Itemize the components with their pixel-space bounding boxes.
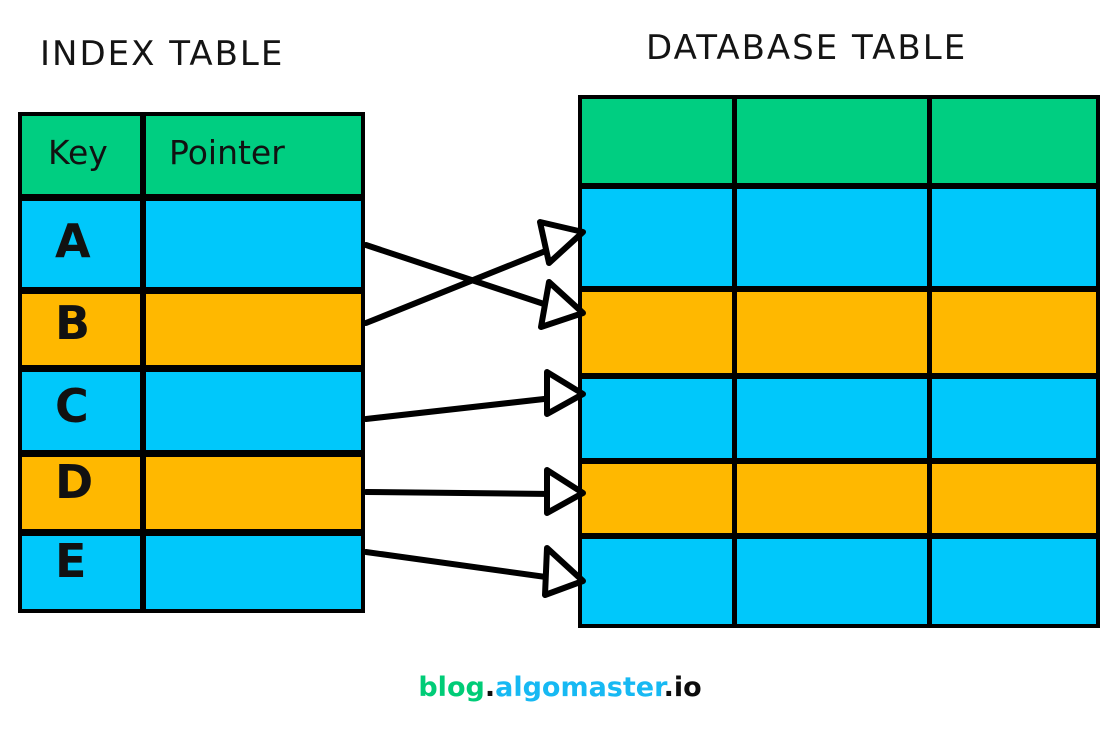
index-row-e-key-label: E xyxy=(55,534,87,588)
db-row-0-cell-1[interactable] xyxy=(733,95,931,187)
index-table-title: INDEX TABLE xyxy=(40,34,285,74)
database-table-title: DATABASE TABLE xyxy=(646,28,968,68)
footer-branding: blog.algomaster.io xyxy=(0,672,1120,703)
footer-io: io xyxy=(673,672,702,703)
footer-algomaster: algomaster xyxy=(495,672,664,703)
db-row-5-cell-1[interactable] xyxy=(733,535,931,628)
index-row-c-key-label: C xyxy=(55,379,89,433)
db-row-1-cell-2[interactable] xyxy=(928,185,1100,290)
arrow-b-to-db-row-1 xyxy=(363,219,586,326)
index-row-b-key-cell[interactable] xyxy=(18,290,144,369)
db-row-2-cell-2[interactable] xyxy=(928,288,1100,377)
footer-blog: blog xyxy=(418,672,485,703)
db-row-5-cell-0[interactable] xyxy=(578,535,736,628)
index-row-d-key-label: D xyxy=(55,455,94,509)
db-row-1-cell-1[interactable] xyxy=(733,185,931,290)
index-row-c-key-cell[interactable] xyxy=(18,368,144,454)
arrow-d-to-db-row-4 xyxy=(363,467,586,516)
db-row-4-cell-1[interactable] xyxy=(733,460,931,537)
db-row-4-cell-0[interactable] xyxy=(578,460,736,537)
db-row-0-cell-0[interactable] xyxy=(578,95,736,187)
index-row-c-pointer-cell[interactable] xyxy=(142,368,365,454)
arrow-a-to-db-row-2 xyxy=(363,242,586,330)
index-row-e-pointer-cell[interactable] xyxy=(142,532,365,613)
index-header-pointer-cell xyxy=(142,112,365,198)
index-row-b-pointer-cell[interactable] xyxy=(142,290,365,369)
db-row-2-cell-0[interactable] xyxy=(578,288,736,377)
db-row-3-cell-1[interactable] xyxy=(733,375,931,462)
index-header-key-cell xyxy=(18,112,144,198)
db-row-1-cell-0[interactable] xyxy=(578,185,736,290)
db-row-4-cell-2[interactable] xyxy=(928,460,1100,537)
index-header-pointer-label: Pointer xyxy=(169,133,285,172)
db-row-5-cell-2[interactable] xyxy=(928,535,1100,628)
index-row-a-pointer-cell[interactable] xyxy=(142,197,365,291)
arrow-c-to-db-row-3 xyxy=(363,369,586,422)
footer-dot-2: . xyxy=(663,672,674,703)
arrow-e-to-db-row-5 xyxy=(363,545,586,598)
index-row-b-key-label: B xyxy=(55,296,91,350)
index-row-d-pointer-cell[interactable] xyxy=(142,453,365,533)
index-row-d-key-cell[interactable] xyxy=(18,453,144,533)
index-row-a-key-label: A xyxy=(55,214,91,268)
db-row-0-cell-2[interactable] xyxy=(928,95,1100,187)
index-header-key-label: Key xyxy=(48,133,108,172)
db-row-3-cell-2[interactable] xyxy=(928,375,1100,462)
db-row-3-cell-0[interactable] xyxy=(578,375,736,462)
db-row-2-cell-1[interactable] xyxy=(733,288,931,377)
footer-dot-1: . xyxy=(484,672,496,703)
